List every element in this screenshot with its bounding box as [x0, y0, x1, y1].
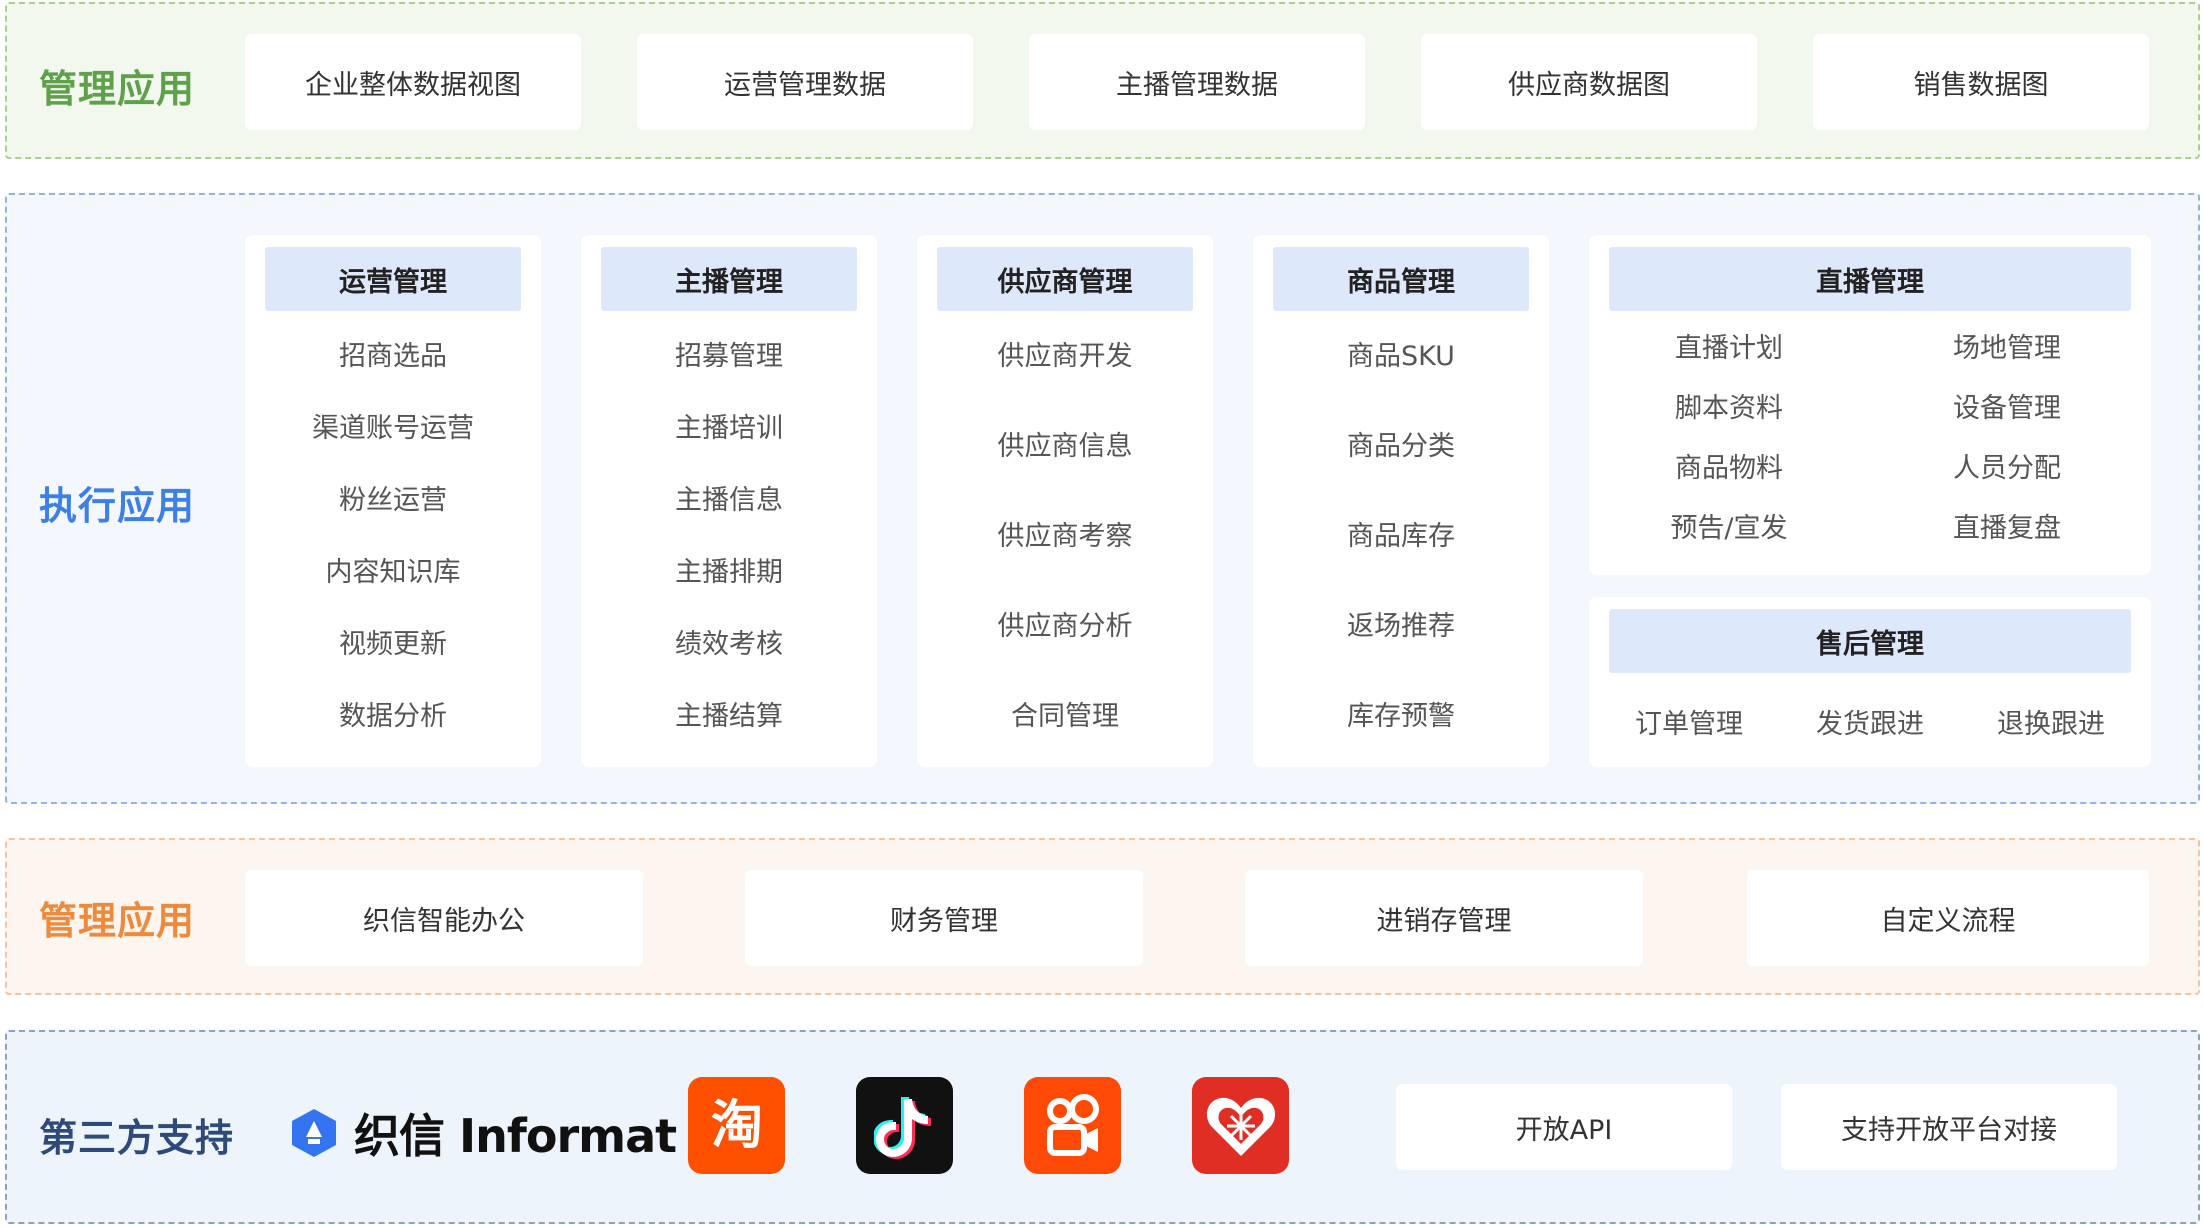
item-supplier-analysis[interactable]: 供应商分析 — [997, 611, 1133, 642]
item-merchant-selection[interactable]: 招商选品 — [339, 341, 447, 372]
informat-logo-text: 织信 Informat — [354, 1109, 677, 1163]
panel-operations: 运营管理 招商选品 渠道账号运营 粉丝运营 内容知识库 视频更新 数据分析 — [245, 235, 541, 767]
panel-title-product: 商品管理 — [1273, 247, 1529, 311]
item-return-followup[interactable]: 退换跟进 — [1997, 709, 2105, 740]
card-inventory[interactable]: 进销存管理 — [1245, 870, 1643, 966]
item-performance[interactable]: 绩效考核 — [675, 629, 783, 660]
item-product-sku[interactable]: 商品SKU — [1347, 341, 1455, 372]
band-title-management-top: 管理应用 — [39, 67, 196, 111]
informat-logo-icon — [292, 1109, 336, 1157]
panel-streamer: 主播管理 招募管理 主播培训 主播信息 主播排期 绩效考核 主播结算 — [581, 235, 877, 767]
item-product-stock[interactable]: 商品库存 — [1347, 521, 1455, 552]
item-streamer-info[interactable]: 主播信息 — [675, 485, 783, 516]
item-streamer-schedule[interactable]: 主播排期 — [675, 557, 783, 588]
card-open-api[interactable]: 开放API — [1396, 1084, 1732, 1170]
execution-apps-band: 执行应用 运营管理 招商选品 渠道账号运营 粉丝运营 内容知识库 视频更新 数据… — [5, 193, 2200, 804]
item-streamer-settlement[interactable]: 主播结算 — [675, 701, 783, 732]
kuaishou-icon[interactable] — [1024, 1077, 1121, 1174]
item-channel-account[interactable]: 渠道账号运营 — [312, 413, 474, 444]
item-supplier-audit[interactable]: 供应商考察 — [997, 521, 1133, 552]
card-sales-data[interactable]: 销售数据图 — [1813, 34, 2149, 130]
item-product-category[interactable]: 商品分类 — [1347, 431, 1455, 462]
item-video-update[interactable]: 视频更新 — [339, 629, 447, 660]
band-title-management-bottom: 管理应用 — [39, 899, 196, 943]
item-promotion[interactable]: 预告/宣发 — [1670, 513, 1788, 544]
informat-logo: 织信 Informat — [290, 1100, 677, 1166]
panel-title-streamer: 主播管理 — [601, 247, 857, 311]
item-streamer-training[interactable]: 主播培训 — [675, 413, 783, 444]
item-contract[interactable]: 合同管理 — [1011, 701, 1119, 732]
item-live-plan[interactable]: 直播计划 — [1675, 333, 1783, 364]
item-content-kb[interactable]: 内容知识库 — [325, 557, 461, 588]
item-supplier-dev[interactable]: 供应商开发 — [997, 341, 1133, 372]
management-apps-band-top: 管理应用 企业整体数据视图 运营管理数据 主播管理数据 供应商数据图 销售数据图 — [5, 2, 2200, 159]
panel-title-live: 直播管理 — [1609, 247, 2131, 311]
panel-live: 直播管理 直播计划 脚本资料 商品物料 预告/宣发 场地管理 设备管理 人员分配… — [1589, 235, 2151, 575]
card-supplier-data[interactable]: 供应商数据图 — [1421, 34, 1757, 130]
panel-title-supplier: 供应商管理 — [937, 247, 1193, 311]
item-venue[interactable]: 场地管理 — [1953, 333, 2061, 364]
svg-text:淘: 淘 — [710, 1096, 762, 1156]
item-rerun-recommend[interactable]: 返场推荐 — [1347, 611, 1455, 642]
pinduoduo-icon[interactable] — [1192, 1077, 1289, 1174]
douyin-icon[interactable] — [856, 1077, 953, 1174]
card-enterprise-data-view[interactable]: 企业整体数据视图 — [245, 34, 581, 130]
panel-product: 商品管理 商品SKU 商品分类 商品库存 返场推荐 库存预警 — [1253, 235, 1549, 767]
band-title-third-party: 第三方支持 — [39, 1116, 235, 1160]
panel-supplier: 供应商管理 供应商开发 供应商信息 供应商考察 供应商分析 合同管理 — [917, 235, 1213, 767]
card-operations-data[interactable]: 运营管理数据 — [637, 34, 973, 130]
item-live-review[interactable]: 直播复盘 — [1953, 513, 2061, 544]
management-apps-band-bottom: 管理应用 织信智能办公 财务管理 进销存管理 自定义流程 — [5, 838, 2200, 995]
card-custom-flow[interactable]: 自定义流程 — [1747, 870, 2149, 966]
item-equipment[interactable]: 设备管理 — [1953, 393, 2061, 424]
item-order-mgmt[interactable]: 订单管理 — [1635, 709, 1743, 740]
item-materials[interactable]: 商品物料 — [1675, 453, 1783, 484]
item-staffing[interactable]: 人员分配 — [1953, 453, 2061, 484]
item-stock-alert[interactable]: 库存预警 — [1347, 701, 1455, 732]
item-recruitment[interactable]: 招募管理 — [675, 341, 783, 372]
band-title-execution: 执行应用 — [39, 484, 196, 528]
item-script[interactable]: 脚本资料 — [1675, 393, 1783, 424]
taobao-icon[interactable]: 淘 — [688, 1077, 785, 1174]
panel-after-sales: 售后管理 订单管理 发货跟进 退换跟进 — [1589, 597, 2151, 767]
card-open-platform[interactable]: 支持开放平台对接 — [1781, 1084, 2117, 1170]
third-party-band: 第三方支持 织信 Informat 淘 — [5, 1030, 2200, 1224]
card-streamer-data[interactable]: 主播管理数据 — [1029, 34, 1365, 130]
item-fan-operation[interactable]: 粉丝运营 — [339, 485, 447, 516]
item-supplier-info[interactable]: 供应商信息 — [997, 431, 1133, 462]
item-shipping-followup[interactable]: 发货跟进 — [1816, 709, 1924, 740]
card-finance[interactable]: 财务管理 — [745, 870, 1143, 966]
card-smart-office[interactable]: 织信智能办公 — [245, 870, 643, 966]
panel-title-operations: 运营管理 — [265, 247, 521, 311]
item-data-analysis[interactable]: 数据分析 — [339, 701, 447, 732]
panel-title-after-sales: 售后管理 — [1609, 609, 2131, 673]
